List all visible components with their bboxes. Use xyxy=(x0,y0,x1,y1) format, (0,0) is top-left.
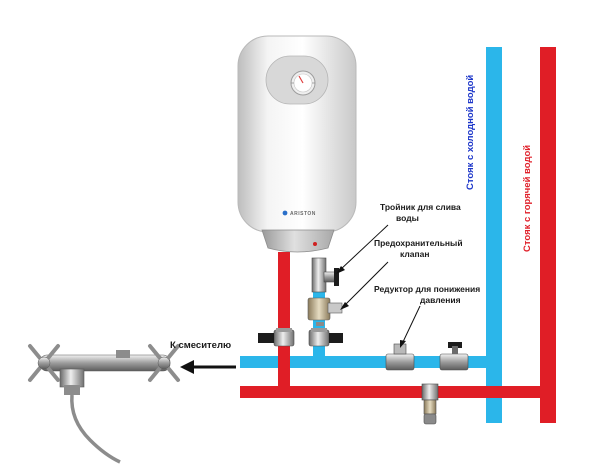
hot-outlet-pipe xyxy=(278,252,290,398)
drain-tee-label-line1: Тройник для слива xyxy=(380,202,461,212)
drain-tee-callout-arrow xyxy=(336,224,389,274)
cold-main-ball-valve xyxy=(439,342,469,371)
drain-tee-fitting xyxy=(311,257,339,293)
reducer-label-line2: давления xyxy=(420,295,461,305)
safety-valve-label-line1: Предохранительный xyxy=(374,238,463,248)
cold-horizontal-pipe xyxy=(240,356,502,368)
thermostat-dial-icon xyxy=(290,70,316,96)
cold-riser-label: Стояк с холодной водой xyxy=(465,75,476,190)
indicator-light-icon xyxy=(313,242,317,246)
left-handle-icon xyxy=(28,344,60,382)
safety-valve-callout-arrow xyxy=(340,261,389,310)
hot-main-ball-valve xyxy=(421,383,439,425)
cold-inlet-ball-valve xyxy=(308,328,343,347)
reducer-label-line1: Редуктор для понижения xyxy=(374,284,480,294)
cold-water-riser xyxy=(486,47,502,423)
arrow-to-mixer-icon xyxy=(180,360,236,374)
hot-riser-label: Стояк с горячей водой xyxy=(522,145,533,252)
right-handle-icon xyxy=(148,344,180,382)
heater-brand-text: ARISTON xyxy=(290,211,316,217)
safety-valve-label-line2: клапан xyxy=(400,249,429,259)
water-heater-tank xyxy=(237,35,357,253)
hot-horizontal-pipe xyxy=(240,386,556,398)
heater-logo: ARISTON xyxy=(282,210,316,217)
bath-mixer-faucet xyxy=(28,344,180,464)
reducer-callout-arrow xyxy=(400,305,421,348)
hot-water-riser xyxy=(540,47,556,423)
to-mixer-label: К смесителю xyxy=(170,340,231,351)
drain-tee-label-line2: воды xyxy=(396,213,419,223)
hot-outlet-ball-valve xyxy=(258,328,295,347)
